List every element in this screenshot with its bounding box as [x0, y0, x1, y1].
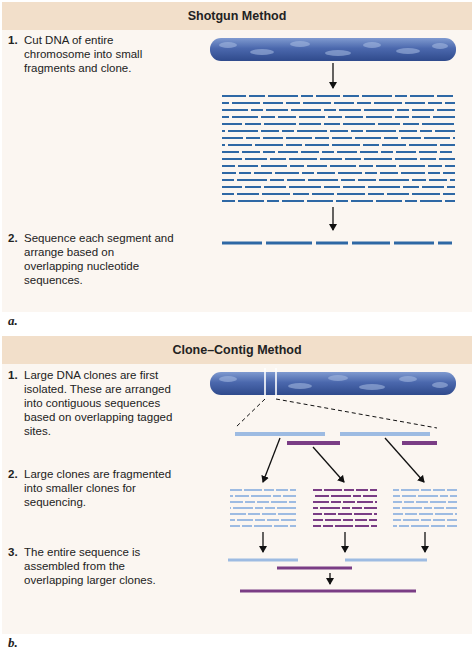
fragment-cluster [222, 96, 455, 201]
step-number: 3. [8, 545, 24, 559]
clone-bar [345, 559, 427, 562]
expansion-line [235, 399, 265, 428]
step-arrow [332, 207, 333, 230]
chromosome-body [210, 38, 456, 61]
step-number: 1. [8, 33, 24, 47]
step-arrow [313, 447, 344, 482]
step-arrow [329, 573, 330, 584]
assembled-sequence [240, 590, 416, 593]
panel-title: Clone–Contig Method [172, 343, 301, 357]
step-text: Sequence each segment and arrange based … [24, 231, 174, 287]
step-arrow [332, 63, 333, 88]
clone-bar [340, 432, 430, 436]
subclone-cluster [313, 490, 377, 526]
clone-bar [235, 432, 325, 436]
step-text: Large DNA clones are first isolated. The… [24, 368, 174, 438]
chromosome-body [210, 372, 456, 395]
panel-header: Clone–Contig Method [2, 336, 472, 364]
step-number: 1. [8, 368, 24, 382]
panel-title: Shotgun Method [188, 9, 287, 23]
panel-header: Shotgun Method [2, 2, 472, 30]
clone-bar [277, 567, 352, 570]
clone-bar [228, 559, 298, 562]
step-arrow [344, 532, 345, 552]
step-arrow [262, 532, 263, 552]
chromosome [210, 368, 456, 399]
clone-bar [402, 441, 437, 445]
clone-bar [287, 441, 340, 445]
step-arrow [263, 438, 280, 482]
chromosome [210, 38, 456, 61]
region-marker [275, 368, 277, 399]
step-arrow [385, 438, 424, 482]
chromosome-texture [219, 375, 448, 390]
subclone-cluster [230, 490, 296, 526]
assembled-sequence [222, 242, 452, 245]
step-text: Cut DNA of entire chromosome into small … [24, 33, 174, 75]
panel-letter: a. [8, 314, 38, 328]
subclone-cluster [393, 490, 457, 526]
region-marker [264, 368, 266, 399]
step-arrow [424, 532, 425, 552]
panel-letter: b. [8, 636, 38, 650]
step-text: The entire sequence is assembled from th… [24, 545, 174, 587]
step-text: Large clones are fragmented into smaller… [24, 467, 174, 509]
step-number: 2. [8, 231, 24, 245]
chromosome-texture [219, 41, 448, 56]
step-number: 2. [8, 467, 24, 481]
expansion-line [276, 399, 437, 428]
